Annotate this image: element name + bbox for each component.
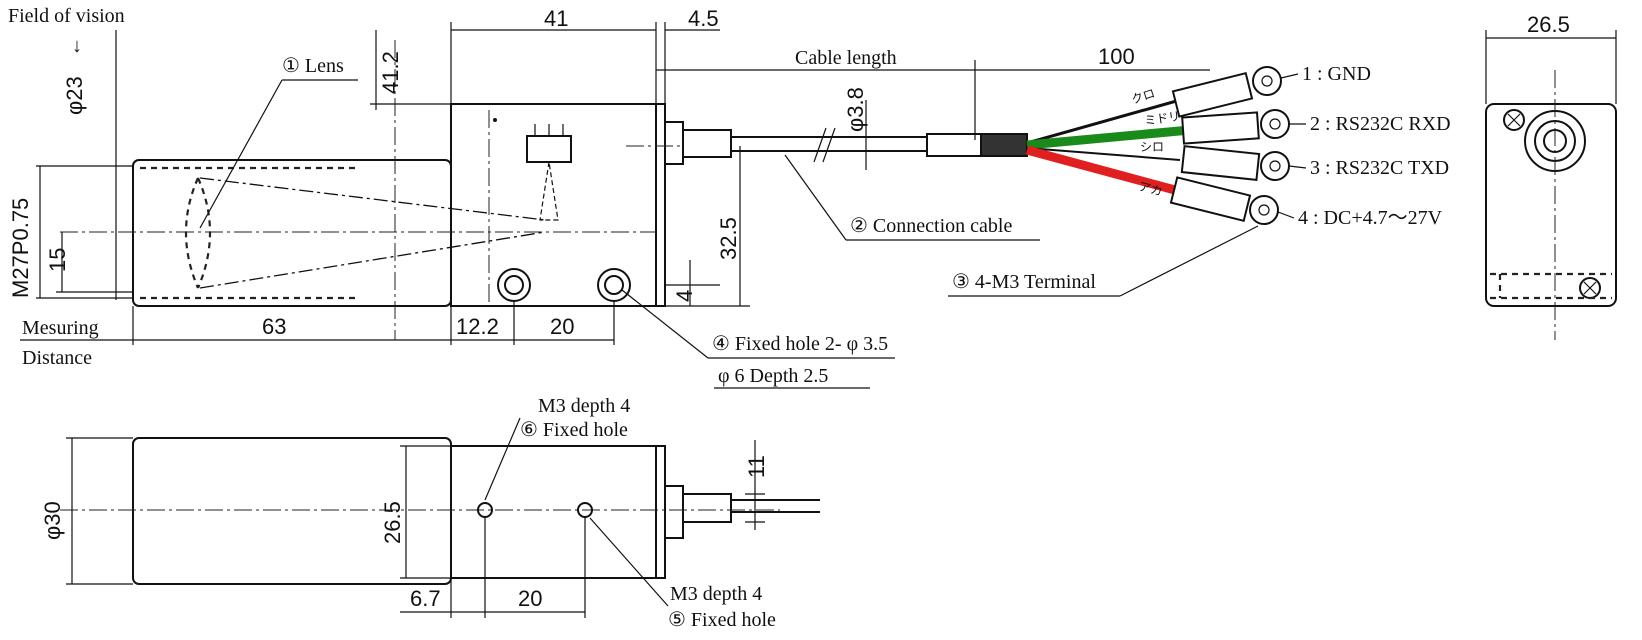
cable-break-1 <box>813 127 827 163</box>
dim-26-5-side: 26.5 <box>380 501 405 544</box>
bottom-gland-nut <box>682 493 732 523</box>
dim-15: 15 <box>45 248 70 272</box>
fixed-hole-6 <box>477 502 493 518</box>
wire-color-4: アカ <box>1137 179 1164 198</box>
dim-20-bottom: 20 <box>518 586 542 611</box>
dim-m27: M27P0.75 <box>8 198 33 298</box>
dim-6-7: 6.7 <box>410 586 441 611</box>
mesuring-label: Mesuring <box>22 317 99 339</box>
dim-phi23: φ23 <box>62 76 87 115</box>
dim-4-5: 4.5 <box>688 6 719 31</box>
cable-gland <box>664 121 684 165</box>
ring-terminal-2 <box>1260 109 1290 139</box>
wire-label-rxd: 2 : RS232C RXD <box>1310 113 1451 135</box>
m3-depth-upper-label: M3 depth 4 <box>538 395 630 417</box>
front-plate <box>655 103 666 307</box>
sensor-body <box>450 103 657 307</box>
dim-12-2: 12.2 <box>456 314 499 339</box>
cable-break-2 <box>822 127 836 163</box>
terminal-label: ③ 4-M3 Terminal <box>952 271 1096 293</box>
wire-black <box>1026 98 1181 145</box>
wire-white <box>1026 147 1181 161</box>
wire-color-2: ミドリ <box>1143 109 1181 128</box>
end-view: 26.5 <box>1485 12 1617 340</box>
end-view-body <box>1485 103 1617 307</box>
wire-label-dc: 4 : DC+4.7～27V <box>1298 207 1443 229</box>
fixed-hole-top-label: ④ Fixed hole 2- φ 3.5 <box>712 333 888 355</box>
dim-11: 11 <box>744 455 769 478</box>
bottom-gland <box>664 485 684 539</box>
terminal-sleeve-3 <box>1180 145 1261 181</box>
lens-outline <box>184 177 200 289</box>
lens-label: ① Lens <box>282 55 344 77</box>
connection-cable-label: ② Connection cable <box>850 215 1012 237</box>
wire-color-3: シロ <box>1140 140 1164 154</box>
ring-terminal-4 <box>1249 195 1279 225</box>
top-labels: Field of vision ↓ ① Lens ② Connection ca… <box>8 5 1451 389</box>
cable-sleeve <box>926 133 982 157</box>
fixed-hole-5-label: ⑤ Fixed hole <box>668 609 776 631</box>
wire-red <box>1025 145 1177 195</box>
wire-green <box>1026 125 1191 150</box>
ring-terminal-1 <box>1252 66 1282 96</box>
wire-label-txd: 3 : RS232C TXD <box>1310 157 1449 179</box>
wire-label-gnd: 1 : GND <box>1302 63 1371 85</box>
terminal-sleeve-2 <box>1181 111 1260 145</box>
terminal-sleeve-1 <box>1171 71 1254 118</box>
fixed-hole-5 <box>577 502 593 518</box>
dim-32-5: 32.5 <box>716 217 741 260</box>
cable-length-label: Cable length <box>795 47 897 69</box>
terminal-sleeve-4 <box>1169 176 1252 223</box>
field-of-vision-arrow: ↓ <box>72 35 82 57</box>
dim-41: 41 <box>544 6 568 31</box>
bottom-view: φ30 26.5 11 6.7 20 M3 depth 4 ⑥ Fixed ho… <box>40 395 820 631</box>
dim-26-5-top: 26.5 <box>1527 12 1570 37</box>
lens-barrel <box>132 159 452 307</box>
gland-nut <box>682 129 732 158</box>
dim-20-top: 20 <box>550 314 574 339</box>
m3-depth-lower-label: M3 depth 4 <box>670 583 762 605</box>
dim-41-2: 41.2 <box>378 51 403 94</box>
fixed-hole-top-sub-label: φ 6 Depth 2.5 <box>718 365 828 387</box>
top-view: クロ ミドリ シロ アカ <box>60 40 1290 340</box>
wire-color-1: クロ <box>1130 86 1157 107</box>
dim-4: 4 <box>672 290 697 302</box>
distance-label: Distance <box>22 347 92 369</box>
dim-phi30: φ30 <box>40 501 65 540</box>
ring-terminal-3 <box>1260 151 1290 181</box>
top-dimensions: 41 4.5 Cable length 100 41.2 φ23 M27P0.7… <box>8 6 1210 345</box>
field-of-vision-label: Field of vision <box>8 5 125 27</box>
fixed-hole-6-label: ⑥ Fixed hole <box>520 419 628 441</box>
dim-100: 100 <box>1098 44 1135 69</box>
end-view-screw-top <box>1503 109 1525 131</box>
cable-sleeve-shrink <box>980 133 1028 157</box>
dim-63: 63 <box>262 314 286 339</box>
dim-phi3-8: φ3.8 <box>843 87 868 132</box>
